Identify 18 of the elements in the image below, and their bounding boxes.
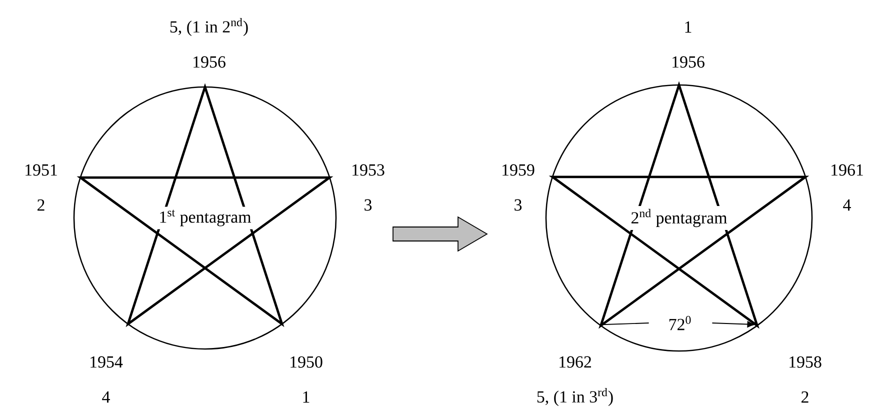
vertex-label: 1958 xyxy=(790,356,822,368)
vertex-label: 1951 xyxy=(26,164,57,176)
vertex-label: 1 xyxy=(685,21,692,33)
vertex-label: 2 xyxy=(38,199,44,211)
vertex-label: 2 xyxy=(802,391,808,403)
vertex-label: 3 xyxy=(514,199,522,211)
vertex-label: 4 xyxy=(102,391,110,403)
vertex-label: 5, (1 in 3$^{rd}$) xyxy=(537,388,613,406)
vertex-label: 4 xyxy=(843,199,851,211)
vertex-label: 1 xyxy=(303,391,310,403)
vertex-label: 1956 xyxy=(194,56,226,68)
vertex-label: 1956 xyxy=(672,56,704,68)
block-arrow xyxy=(392,216,488,252)
vertex-label: 3 xyxy=(364,199,372,211)
vertex-label: 1961 xyxy=(832,164,863,176)
angle-label: 72$^{0}$ xyxy=(667,314,693,332)
vertex-label: 5, (1 in 2$^{nd}$) xyxy=(170,18,248,36)
vertex-label: 1953 xyxy=(352,164,384,176)
